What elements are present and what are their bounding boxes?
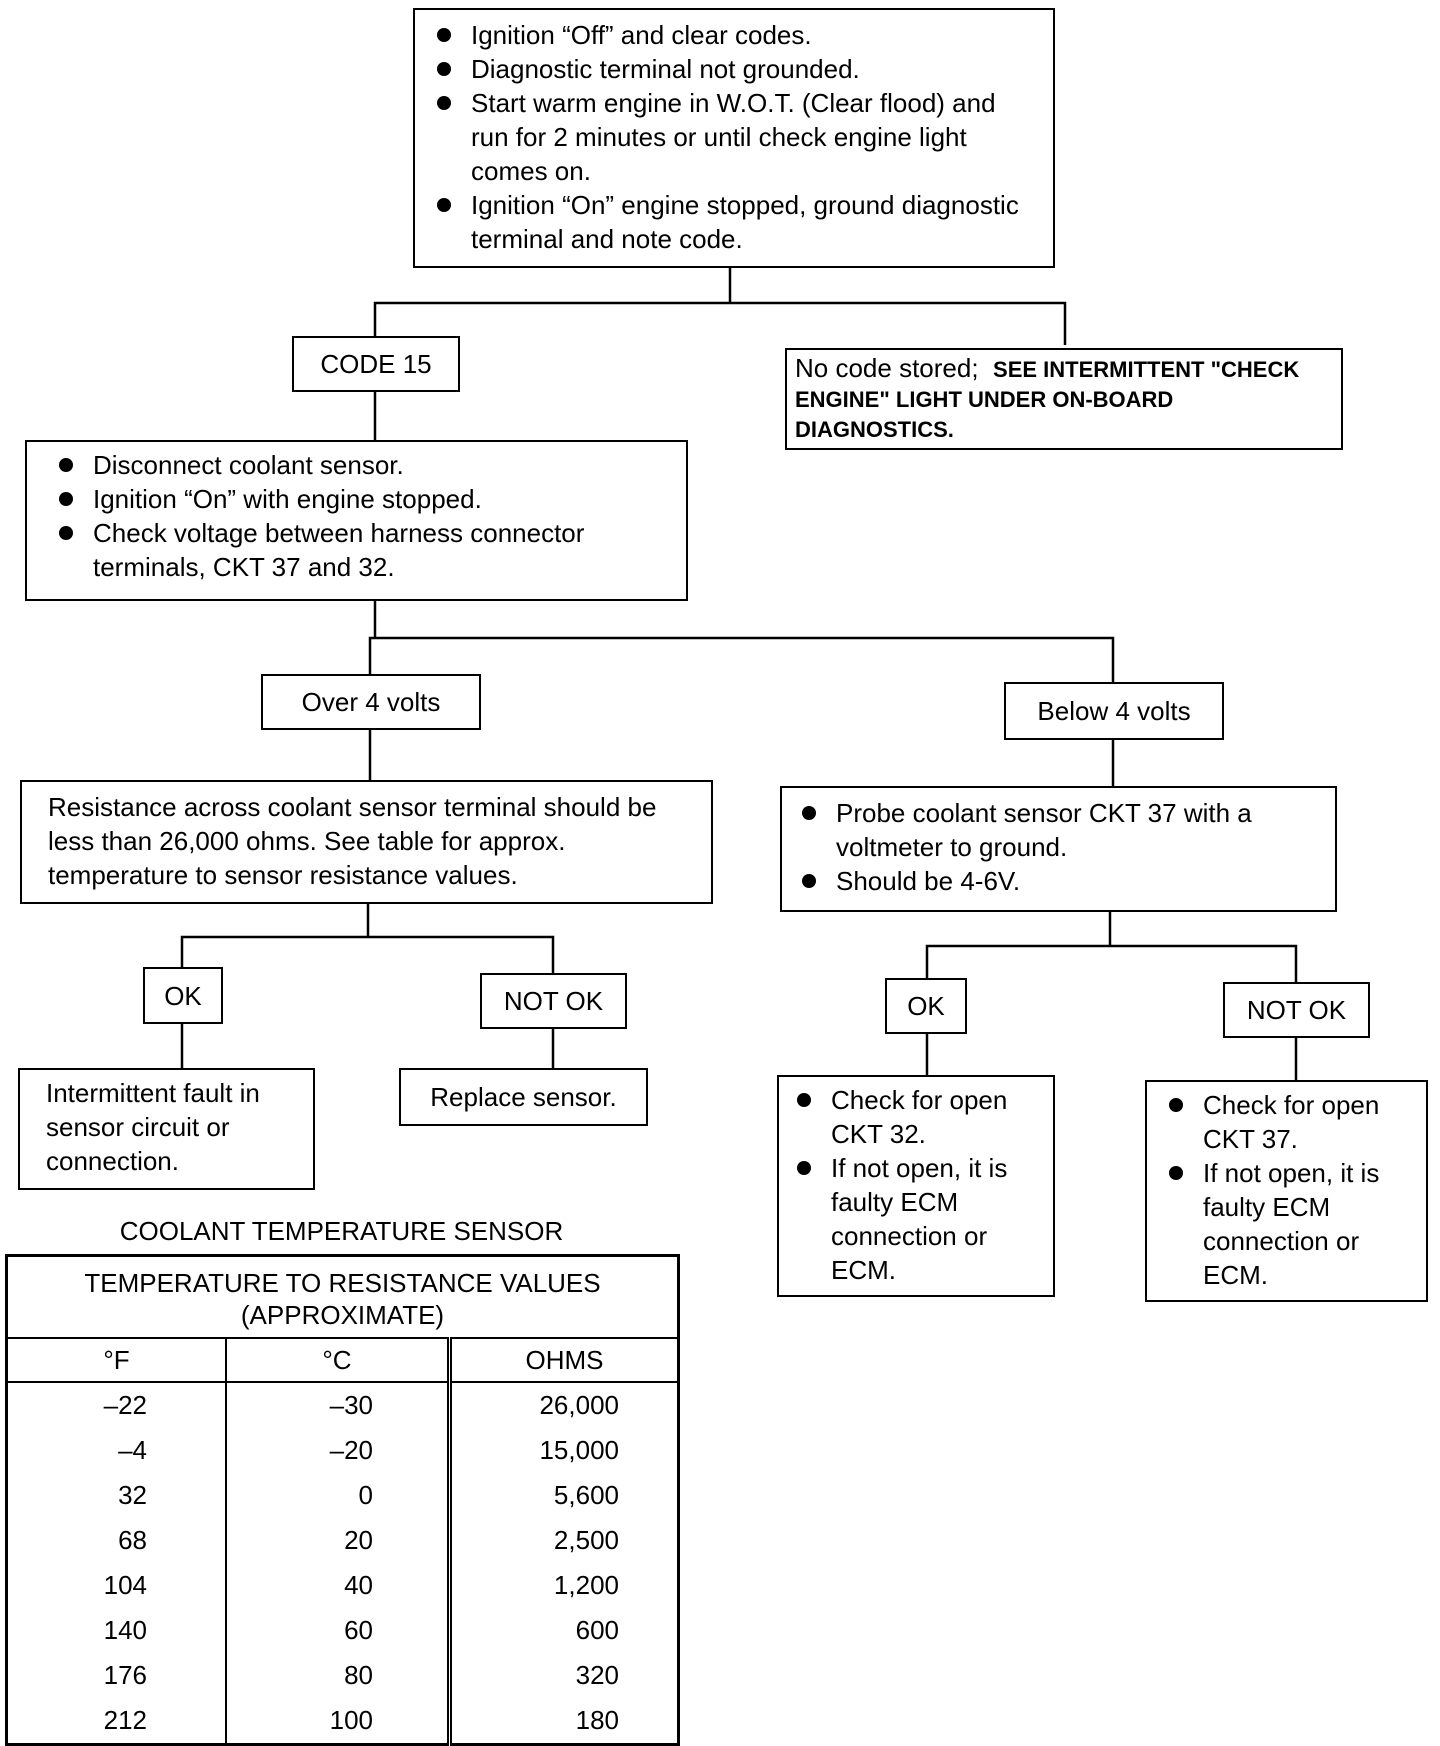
probe-sensor-box: Probe coolant sensor CKT 37 with a voltm… bbox=[780, 786, 1337, 912]
col-fahrenheit: °F bbox=[5, 1338, 227, 1383]
start-step-2: Diagnostic terminal not grounded. bbox=[431, 52, 1037, 86]
cell-fahrenheit: –22 bbox=[5, 1382, 227, 1428]
column-header-row: °F °C OHMS bbox=[5, 1338, 680, 1383]
resistance-table: TEMPERATURE TO RESISTANCE VALUES (APPROX… bbox=[5, 1254, 680, 1746]
cell-ohms: 5,600 bbox=[449, 1473, 680, 1518]
disconnect-step-2: Ignition “On” with engine stopped. bbox=[53, 482, 670, 516]
over-4-volts-box: Over 4 volts bbox=[261, 674, 481, 730]
col-celsius: °C bbox=[226, 1338, 452, 1383]
replace-sensor-box: Replace sensor. bbox=[399, 1068, 648, 1126]
start-step-3: Start warm engine in W.O.T. (Clear flood… bbox=[431, 86, 1037, 188]
cell-ohms: 2,500 bbox=[449, 1518, 680, 1563]
no-code-stored-box: No code stored; SEE INTERMITTENT "CHECK … bbox=[785, 348, 1343, 450]
probe-step-1: Probe coolant sensor CKT 37 with a voltm… bbox=[796, 796, 1323, 864]
cell-celsius: 20 bbox=[226, 1518, 452, 1563]
cell-celsius: 80 bbox=[226, 1653, 452, 1698]
ok-right-box: OK bbox=[885, 978, 967, 1034]
probe-steps-list: Probe coolant sensor CKT 37 with a voltm… bbox=[796, 796, 1323, 898]
check-ckt-37-box: Check for open CKT 37. If not open, it i… bbox=[1145, 1080, 1428, 1302]
disconnect-step-1: Disconnect coolant sensor. bbox=[53, 448, 670, 482]
check-ckt-37-list: Check for open CKT 37. If not open, it i… bbox=[1163, 1088, 1416, 1292]
start-instructions-box: Ignition “Off” and clear codes. Diagnost… bbox=[413, 8, 1055, 268]
cell-ohms: 1,200 bbox=[449, 1563, 680, 1608]
cell-ohms: 26,000 bbox=[449, 1382, 680, 1428]
check-ckt-32-box: Check for open CKT 32. If not open, it i… bbox=[777, 1075, 1055, 1297]
cell-ohms: 320 bbox=[449, 1653, 680, 1698]
table-header-row: TEMPERATURE TO RESISTANCE VALUES (APPROX… bbox=[5, 1254, 680, 1339]
start-step-1: Ignition “Off” and clear codes. bbox=[431, 18, 1037, 52]
not-ok-left-box: NOT OK bbox=[480, 973, 627, 1029]
cell-celsius: 0 bbox=[226, 1473, 452, 1518]
cell-fahrenheit: 68 bbox=[5, 1518, 227, 1563]
table-title: COOLANT TEMPERATURE SENSOR bbox=[119, 1216, 564, 1246]
table-header-line-2: (APPROXIMATE) bbox=[240, 1300, 445, 1330]
col-ohms: OHMS bbox=[449, 1338, 680, 1383]
table-header-line-1: TEMPERATURE TO RESISTANCE VALUES bbox=[84, 1268, 601, 1298]
ok-left-box: OK bbox=[143, 967, 223, 1024]
cell-fahrenheit: 140 bbox=[5, 1608, 227, 1653]
below-4-volts-box: Below 4 volts bbox=[1004, 682, 1224, 740]
check-ckt-37-step-2: If not open, it is faulty ECM connection… bbox=[1163, 1156, 1416, 1292]
code-15-box: CODE 15 bbox=[292, 336, 460, 392]
check-ckt-37-step-1: Check for open CKT 37. bbox=[1163, 1088, 1416, 1156]
disconnect-sensor-box: Disconnect coolant sensor. Ignition “On”… bbox=[25, 440, 688, 601]
cell-celsius: –20 bbox=[226, 1428, 452, 1473]
disconnect-step-3: Check voltage between harness connector … bbox=[53, 516, 670, 584]
check-ckt-32-step-1: Check for open CKT 32. bbox=[791, 1083, 1043, 1151]
resistance-check-box: Resistance across coolant sensor termina… bbox=[20, 780, 713, 904]
disconnect-steps-list: Disconnect coolant sensor. Ignition “On”… bbox=[53, 448, 670, 584]
no-code-lead: No code stored; bbox=[795, 353, 979, 383]
start-step-4: Ignition “On” engine stopped, ground dia… bbox=[431, 188, 1037, 256]
table-header: TEMPERATURE TO RESISTANCE VALUES (APPROX… bbox=[5, 1254, 680, 1339]
intermittent-fault-box: Intermittent fault in sensor circuit or … bbox=[18, 1068, 315, 1190]
cell-celsius: 60 bbox=[226, 1608, 452, 1653]
not-ok-right-box: NOT OK bbox=[1223, 982, 1370, 1038]
cell-celsius: 100 bbox=[226, 1698, 452, 1746]
intermittent-fault-text: Intermittent fault in sensor circuit or … bbox=[46, 1078, 260, 1176]
cell-ohms: 180 bbox=[449, 1698, 680, 1746]
probe-step-2: Should be 4-6V. bbox=[796, 864, 1323, 898]
check-ckt-32-list: Check for open CKT 32. If not open, it i… bbox=[791, 1083, 1043, 1287]
cell-ohms: 15,000 bbox=[449, 1428, 680, 1473]
cell-fahrenheit: 32 bbox=[5, 1473, 227, 1518]
cell-fahrenheit: –4 bbox=[5, 1428, 227, 1473]
cell-fahrenheit: 176 bbox=[5, 1653, 227, 1698]
cell-celsius: –30 bbox=[226, 1382, 452, 1428]
cell-fahrenheit: 104 bbox=[5, 1563, 227, 1608]
check-ckt-32-step-2: If not open, it is faulty ECM connection… bbox=[791, 1151, 1043, 1287]
resistance-check-text: Resistance across coolant sensor termina… bbox=[48, 792, 657, 890]
cell-fahrenheit: 212 bbox=[5, 1698, 227, 1746]
cell-ohms: 600 bbox=[449, 1608, 680, 1653]
cell-celsius: 40 bbox=[226, 1563, 452, 1608]
start-instructions-list: Ignition “Off” and clear codes. Diagnost… bbox=[431, 18, 1037, 256]
no-code-reference: SEE INTERMITTENT "CHECK ENGINE" LIGHT UN… bbox=[795, 357, 1300, 442]
